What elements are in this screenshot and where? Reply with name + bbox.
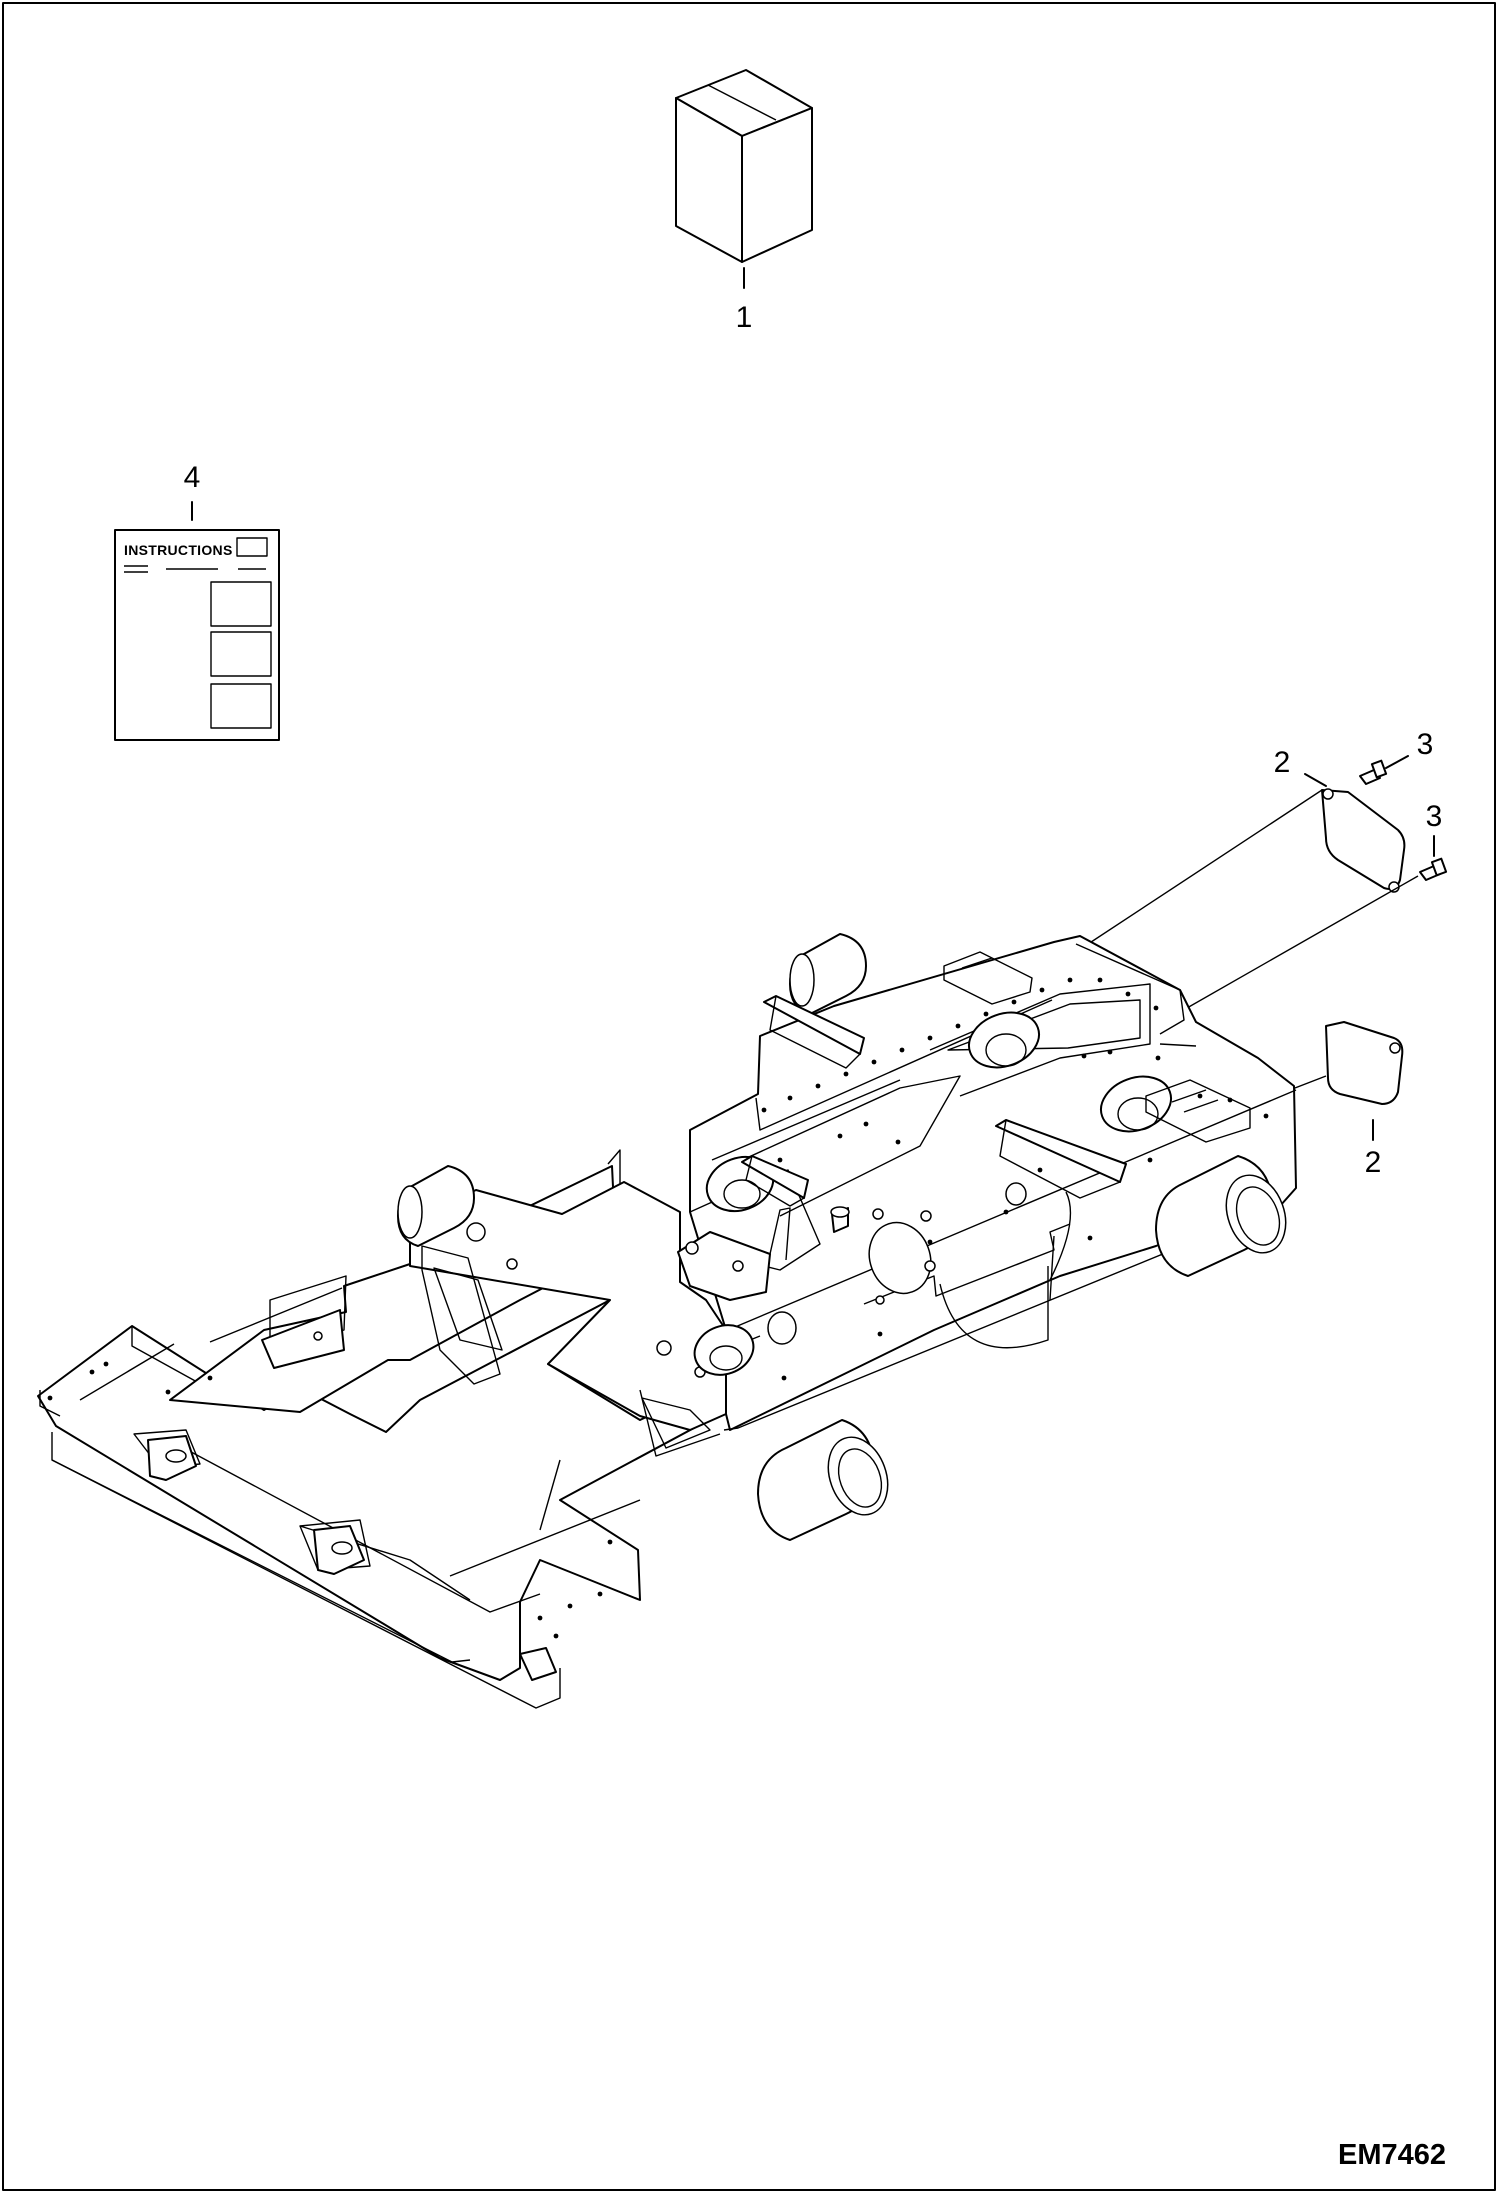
callout-item-1: 1: [736, 301, 753, 334]
callout-item-3-upper: 3: [1417, 728, 1434, 761]
cover-plate-upper-icon: [1321, 788, 1406, 893]
leader-line-3-upper: [1385, 755, 1409, 769]
instructions-card-icon: [114, 529, 280, 741]
deck-bolt-holes: [761, 977, 1269, 1381]
callout-item-2-lower: 2: [1365, 1146, 1382, 1179]
pivot-tube-icon: [757, 1419, 889, 1541]
cover-plate-lower-icon: [1325, 1021, 1404, 1105]
pivot-tube-icon: [397, 1165, 475, 1247]
callout-item-4: 4: [184, 461, 201, 494]
install-guide-line: [1081, 789, 1323, 949]
leader-line-2-upper: [1304, 773, 1327, 787]
pivot-tube-icon: [789, 933, 867, 1015]
main-frame-assembly: [37, 933, 1297, 1709]
install-guide-line: [1179, 875, 1419, 1013]
frame-bore: [868, 1221, 932, 1295]
pivot-tube-icon: [1155, 1155, 1287, 1277]
instructions-heading: INSTRUCTIONS: [124, 542, 233, 558]
drawing-reference-code: EM7462: [1338, 2139, 1446, 2171]
bolt-lower-icon: [1419, 857, 1448, 881]
callout-item-2-upper: 2: [1274, 746, 1291, 779]
bolt-upper-icon: [1359, 759, 1388, 785]
callout-item-3-lower: 3: [1426, 800, 1443, 833]
kit-box-icon: [675, 69, 813, 289]
